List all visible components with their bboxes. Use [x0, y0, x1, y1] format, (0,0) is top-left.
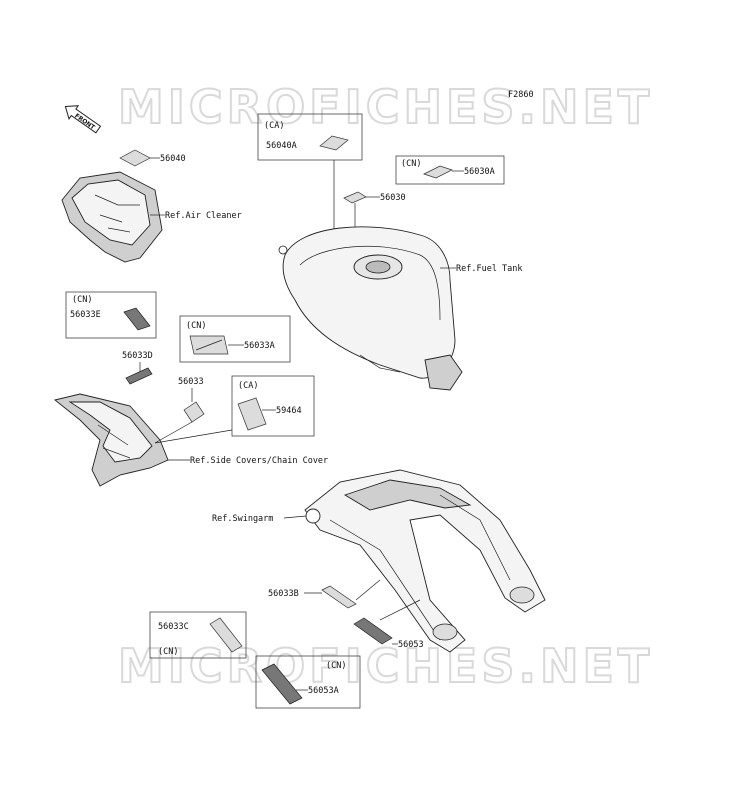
watermark-top: MICROFICHES.NET — [118, 80, 653, 134]
label-fuel-tank: Ref.Fuel Tank — [456, 264, 523, 274]
label-56033C: 56033C — [158, 622, 189, 632]
decal-56033B — [321, 585, 357, 609]
label-56033B: 56033B — [268, 589, 299, 599]
decal-56040A — [319, 135, 349, 151]
box-cn-56053A — [255, 655, 361, 709]
label-ca-1: (CA) — [264, 121, 284, 131]
label-cn-2: (CN) — [72, 295, 92, 305]
box-cn-56033C — [149, 611, 247, 659]
decal-56033C — [209, 617, 243, 653]
label-59464: 59464 — [276, 406, 302, 416]
label-swingarm: Ref.Swingarm — [212, 514, 273, 524]
decal-56053A — [261, 663, 303, 705]
label-cn-4: (CN) — [158, 647, 178, 657]
swingarm-part — [304, 469, 546, 653]
decal-56053 — [353, 617, 393, 645]
label-56040A: 56040A — [266, 141, 297, 151]
figure-code: F2860 — [508, 90, 534, 100]
watermark-bottom: MICROFICHES.NET — [118, 639, 653, 693]
label-cn-1: (CN) — [401, 159, 421, 169]
box-ca-56040A — [257, 113, 363, 161]
decal-56033D — [125, 367, 153, 385]
label-ca-2: (CA) — [238, 381, 258, 391]
label-56033: 56033 — [178, 377, 204, 387]
label-56033D: 56033D — [122, 351, 153, 361]
label-56053A: 56053A — [308, 686, 339, 696]
front-arrow-icon: FRONT — [64, 105, 102, 134]
decal-56033 — [183, 401, 205, 423]
label-air-cleaner: Ref.Air Cleaner — [165, 211, 242, 221]
air-cleaner-part — [61, 149, 163, 263]
box-cn-56033E — [65, 291, 157, 339]
box-ca-59464 — [231, 375, 315, 437]
box-cn-56030A — [395, 155, 505, 185]
decal-59464 — [237, 397, 267, 431]
label-56033A: 56033A — [244, 341, 275, 351]
label-56030: 56030 — [380, 193, 406, 203]
fuel-tank-part — [278, 226, 463, 391]
label-56033E: 56033E — [70, 310, 101, 320]
decal-56030A — [423, 165, 453, 179]
label-56040: 56040 — [160, 154, 186, 164]
decal-56030 — [343, 191, 367, 204]
side-cover-part — [54, 393, 169, 487]
decal-56033E — [123, 307, 151, 331]
label-56053: 56053 — [398, 640, 424, 650]
label-56030A: 56030A — [464, 167, 495, 177]
box-cn-56033A — [179, 315, 291, 363]
label-cn-3: (CN) — [186, 321, 206, 331]
label-cn-5: (CN) — [326, 661, 346, 671]
label-side-covers: Ref.Side Covers/Chain Cover — [190, 456, 328, 466]
